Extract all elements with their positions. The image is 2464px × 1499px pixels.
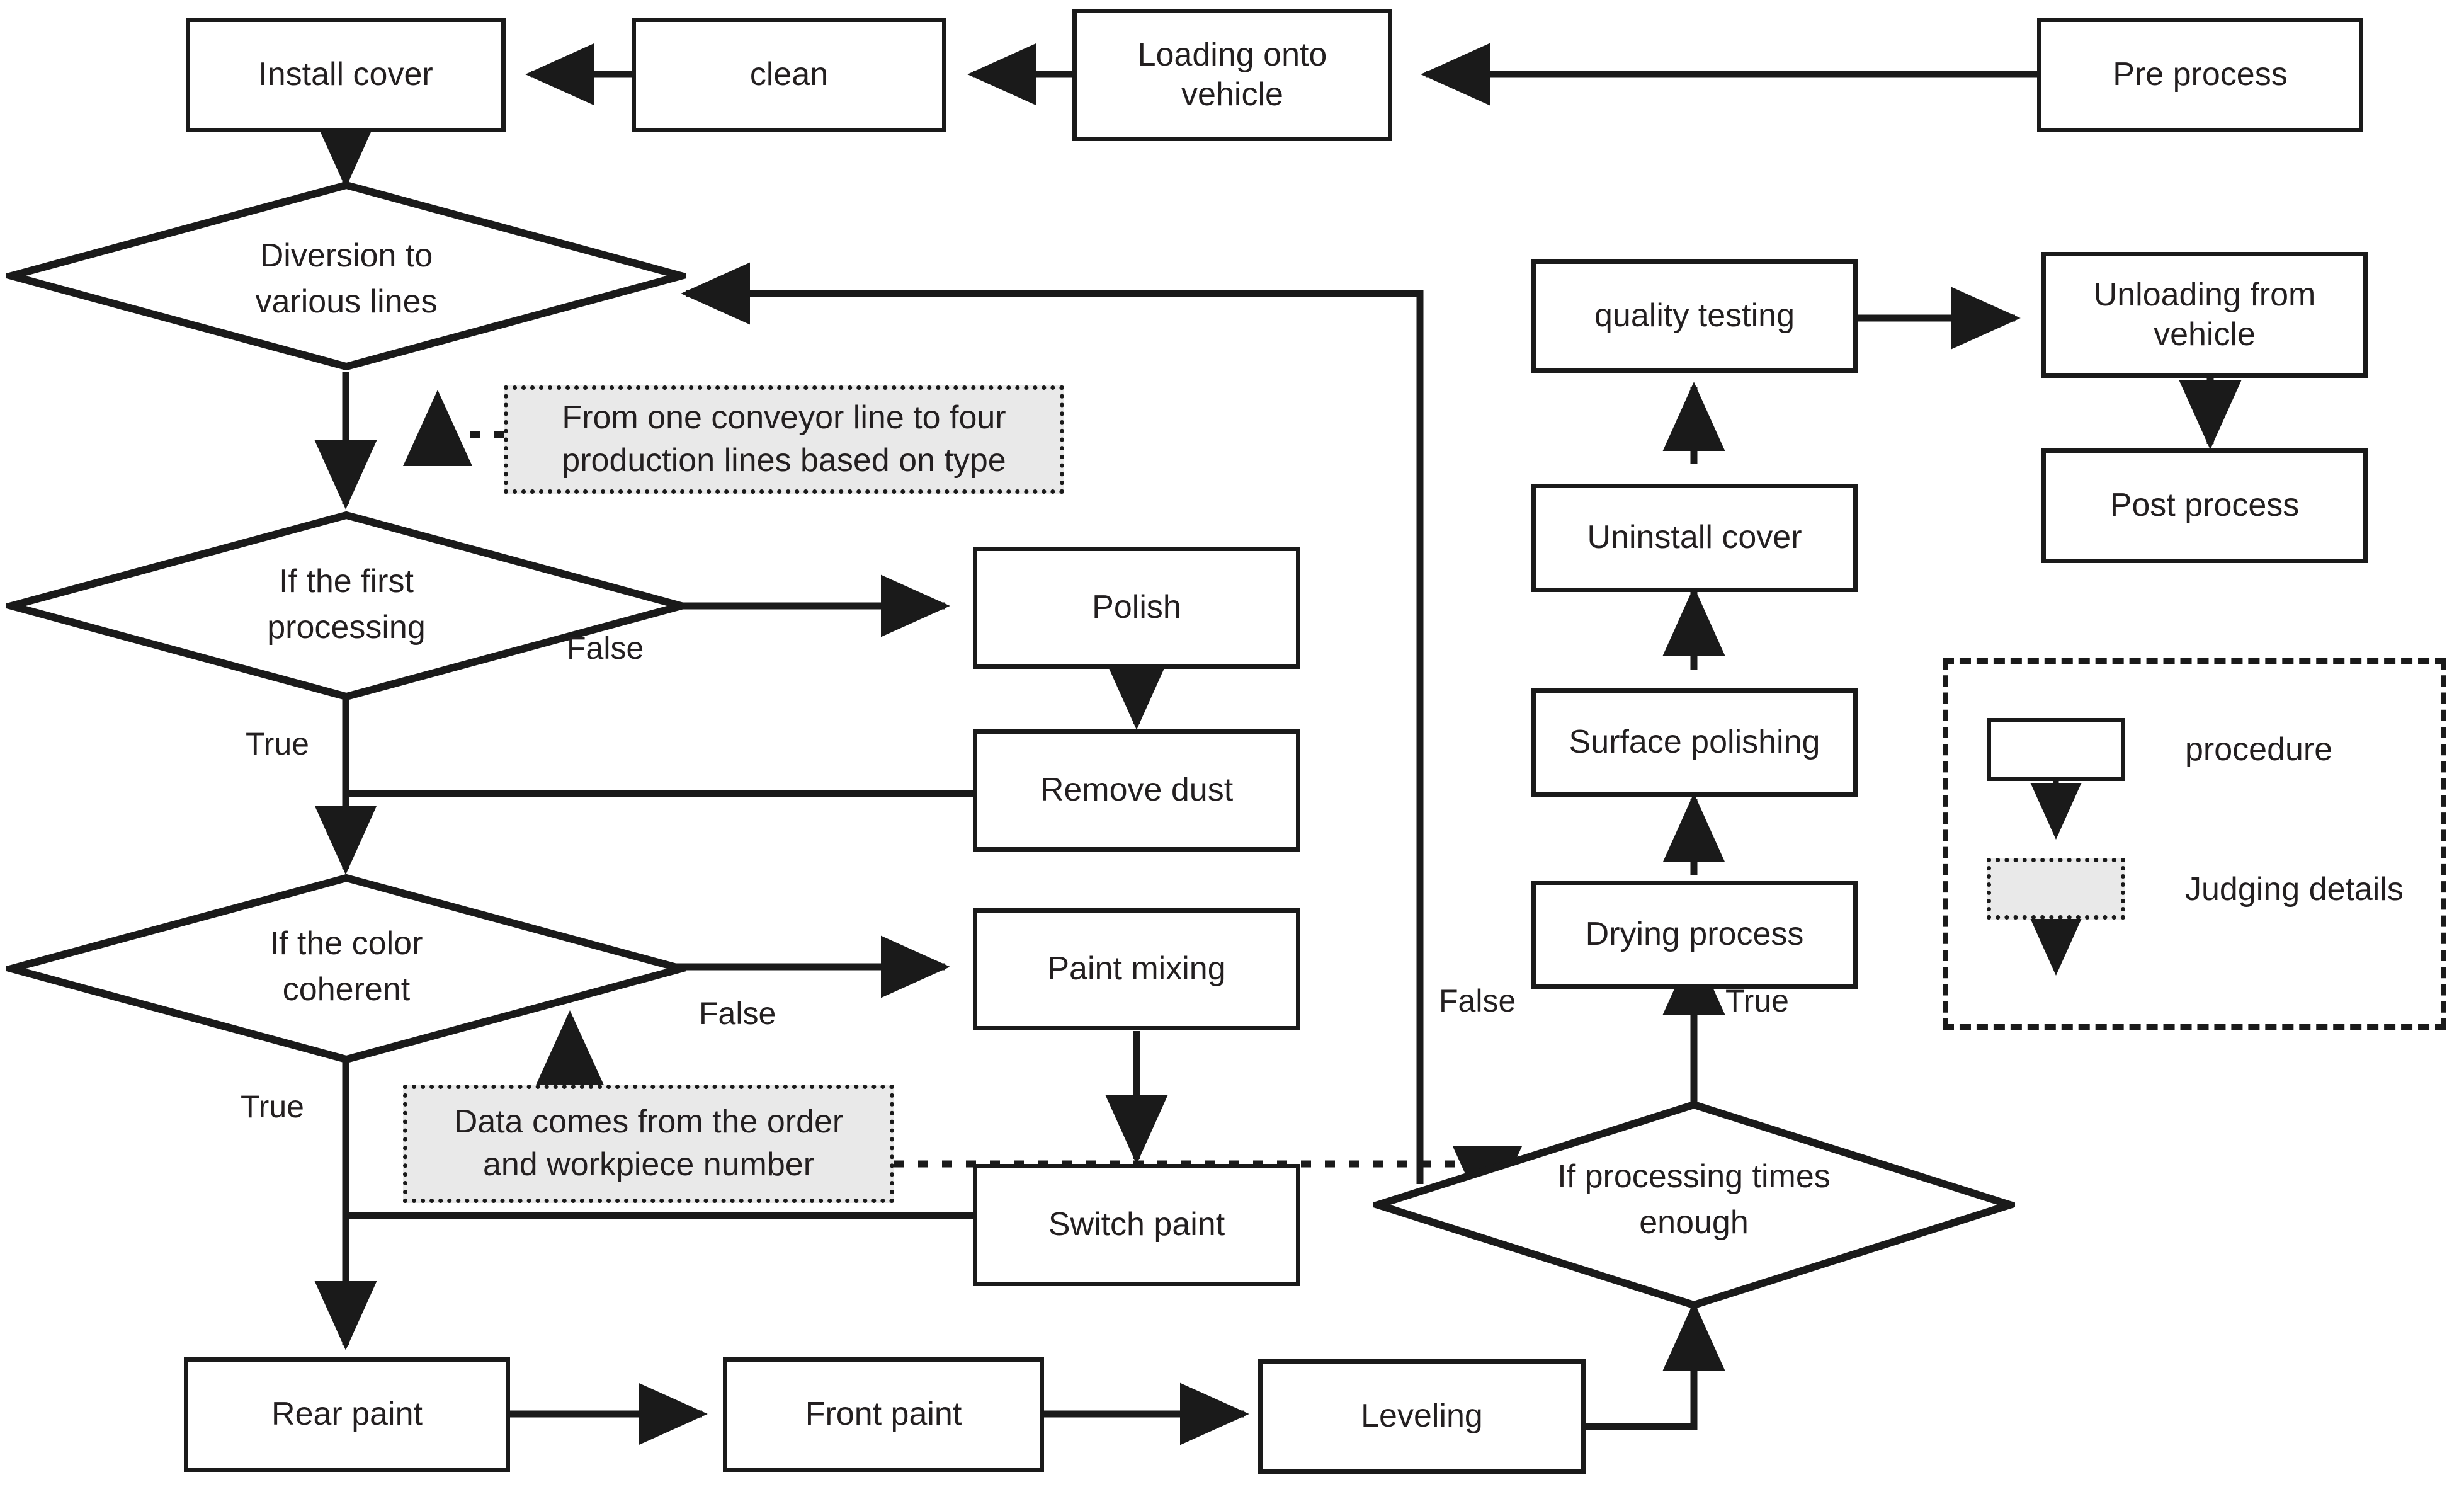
- node-quality-testing-label: quality testing: [1594, 297, 1795, 334]
- legend-procedure-label: procedure: [2185, 731, 2333, 768]
- note-order-workpiece-data-text: Data comes from the order and workpiece …: [453, 1103, 844, 1183]
- legend-judging-label: Judging details: [2185, 871, 2404, 908]
- node-if-processing-times-enough-shape[interactable]: [1373, 1101, 2015, 1309]
- node-drying-process-label: Drying process: [1585, 916, 1804, 953]
- node-remove-dust-label: Remove dust: [1040, 772, 1234, 809]
- edge-label-color-coherent-true: True: [241, 1089, 304, 1124]
- note-conveyor-lines-text: From one conveyor line to four productio…: [562, 399, 1006, 479]
- edge-label-first-processing-false: False: [567, 630, 644, 666]
- node-loading-onto-vehicle[interactable]: Loading onto vehicle: [1072, 9, 1392, 141]
- node-quality-testing[interactable]: quality testing: [1531, 259, 1858, 373]
- node-surface-polishing[interactable]: Surface polishing: [1531, 688, 1858, 797]
- node-if-first-processing-shape[interactable]: [6, 511, 686, 700]
- node-rear-paint-label: Rear paint: [271, 1396, 423, 1433]
- node-polish[interactable]: Polish: [973, 547, 1300, 669]
- node-unloading-from-vehicle-label: Unloading from vehicle: [2093, 276, 2316, 353]
- node-leveling-label: Leveling: [1361, 1398, 1483, 1435]
- node-remove-dust[interactable]: Remove dust: [973, 729, 1300, 852]
- legend-procedure-swatch: [1987, 718, 2125, 781]
- edge-label-first-processing-true: True: [246, 726, 309, 761]
- node-drying-process[interactable]: Drying process: [1531, 881, 1858, 989]
- edge-label-color-coherent-false: False: [699, 996, 776, 1031]
- node-leveling[interactable]: Leveling: [1258, 1359, 1586, 1474]
- node-if-color-coherent-shape[interactable]: [6, 874, 686, 1063]
- legend-box: [1943, 658, 2446, 1030]
- legend-judging-arrow: [2030, 919, 2082, 976]
- node-unloading-from-vehicle[interactable]: Unloading from vehicle: [2041, 252, 2368, 378]
- node-post-process[interactable]: Post process: [2041, 448, 2368, 563]
- node-front-paint[interactable]: Front paint: [723, 1357, 1044, 1472]
- node-clean-label: clean: [749, 56, 829, 93]
- legend-procedure-arrow: [2030, 781, 2082, 840]
- node-paint-mixing-label: Paint mixing: [1047, 950, 1226, 988]
- edge-label-processing-times-true: True: [1725, 983, 1789, 1018]
- node-polish-label: Polish: [1092, 589, 1181, 626]
- edge-label-processing-times-false: False: [1439, 983, 1516, 1018]
- node-rear-paint[interactable]: Rear paint: [184, 1357, 510, 1472]
- node-switch-paint[interactable]: Switch paint: [973, 1164, 1300, 1286]
- node-surface-polishing-label: Surface polishing: [1569, 724, 1820, 761]
- note-order-workpiece-data: Data comes from the order and workpiece …: [403, 1085, 894, 1203]
- node-diversion-shape[interactable]: [6, 181, 686, 370]
- node-install-cover-label: Install cover: [258, 56, 433, 93]
- node-pre-process-label: Pre process: [2113, 56, 2288, 93]
- node-paint-mixing[interactable]: Paint mixing: [973, 908, 1300, 1030]
- node-front-paint-label: Front paint: [805, 1396, 962, 1433]
- node-loading-onto-vehicle-label: Loading onto vehicle: [1137, 36, 1327, 113]
- node-pre-process[interactable]: Pre process: [2037, 18, 2363, 132]
- note-conveyor-lines: From one conveyor line to four productio…: [504, 385, 1064, 494]
- node-switch-paint-label: Switch paint: [1048, 1206, 1225, 1243]
- legend-judging-swatch: [1987, 858, 2125, 920]
- node-post-process-label: Post process: [2109, 487, 2300, 524]
- node-clean[interactable]: clean: [632, 18, 946, 132]
- node-install-cover[interactable]: Install cover: [186, 18, 506, 132]
- node-uninstall-cover[interactable]: Uninstall cover: [1531, 484, 1858, 592]
- node-uninstall-cover-label: Uninstall cover: [1587, 519, 1802, 556]
